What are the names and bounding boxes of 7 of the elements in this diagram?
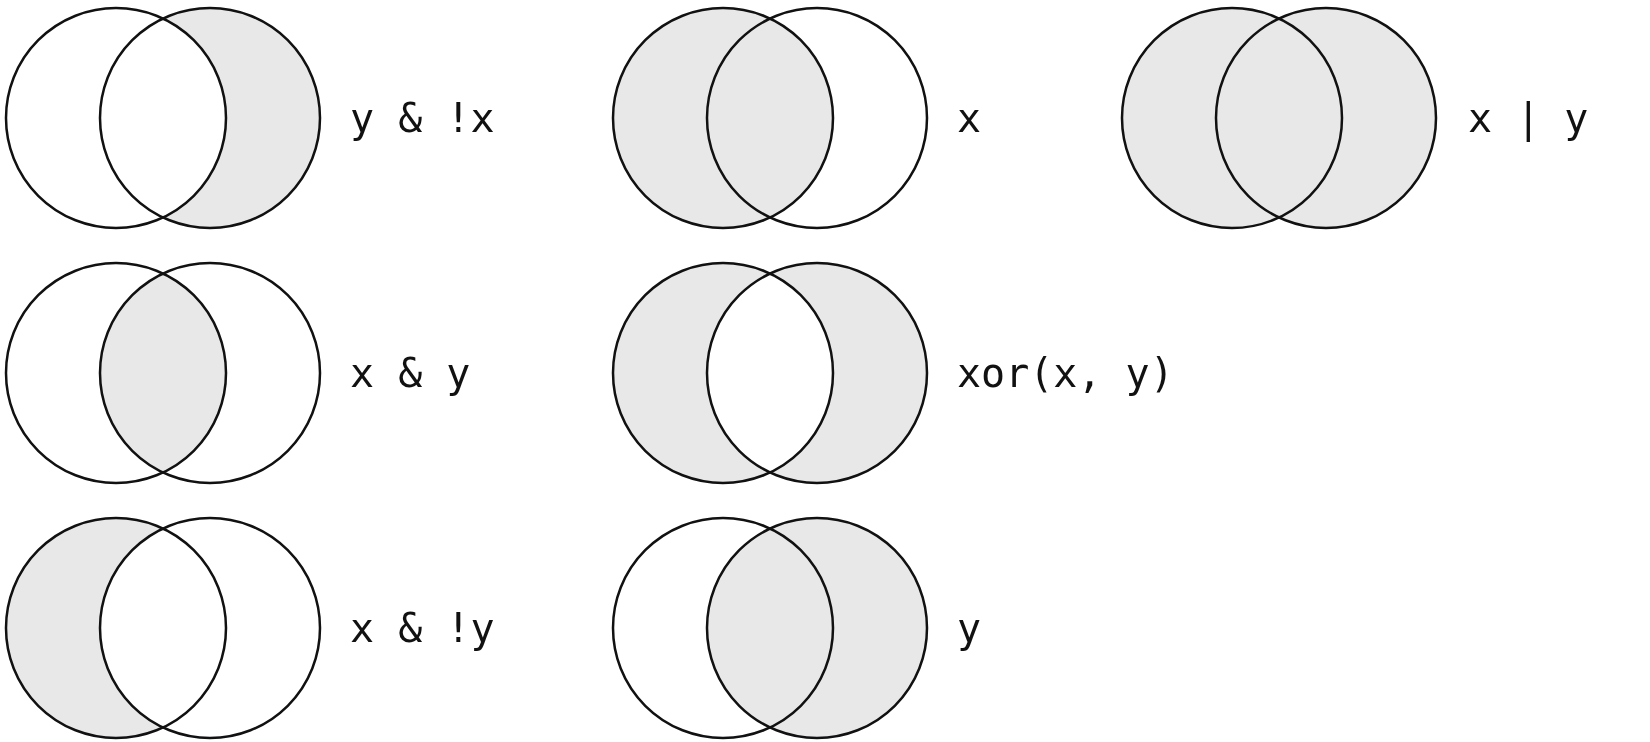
expression-label: xor(x, y) — [957, 350, 1174, 396]
expression-label: x & y — [350, 350, 471, 396]
expression-label: y — [957, 605, 982, 651]
expression-label: y & !x — [350, 95, 495, 141]
expression-label: x & !y — [350, 605, 495, 651]
expression-label: x — [957, 95, 982, 141]
expression-label: x | y — [1468, 95, 1589, 141]
